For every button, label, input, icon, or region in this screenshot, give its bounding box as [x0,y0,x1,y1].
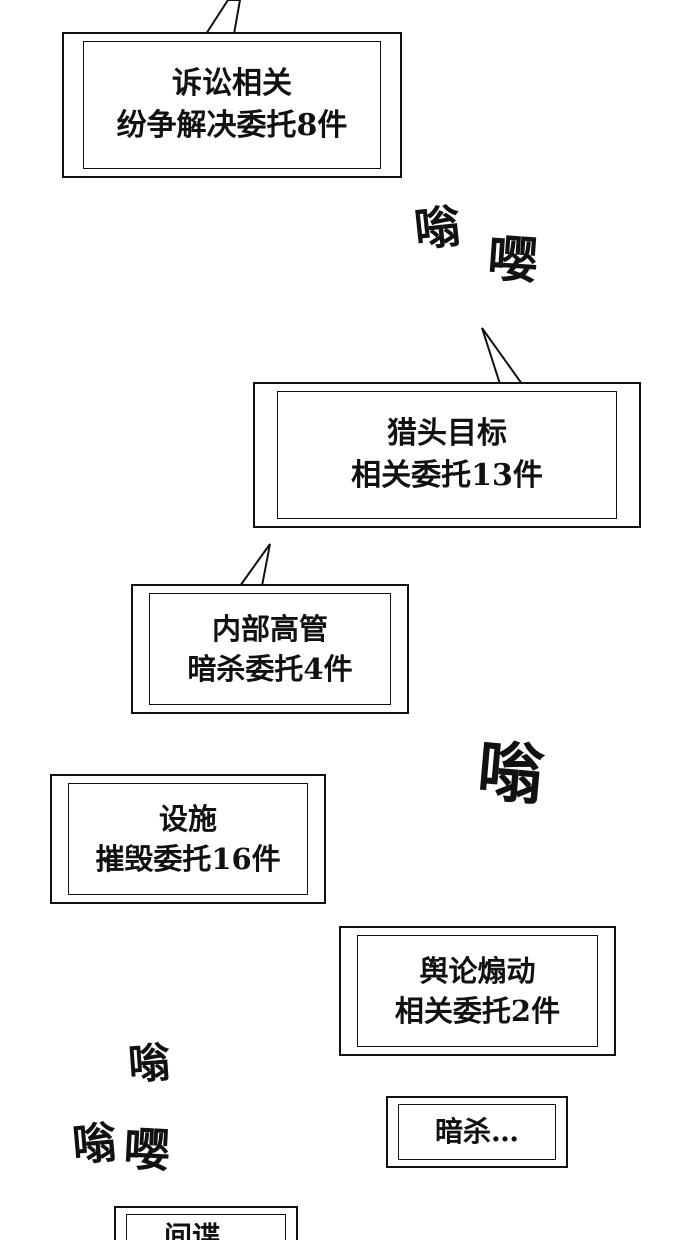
caption-line: 舆论煽动 [419,954,536,988]
sound-effect-buzz: 嘤 [485,229,540,291]
caption-box-executive: 内部高管 暗杀委托4件 [131,584,409,714]
caption-box-assassination: 暗杀… [386,1096,568,1168]
caption-box-opinion: 舆论煽动 相关委托2件 [339,926,616,1056]
sound-effect-buzz: 嗡 [126,1037,172,1090]
sound-effect-buzz: 嗡 [474,732,547,815]
caption-inner-border: 内部高管 暗杀委托4件 [149,593,391,705]
sound-effect-buzz: 嗡 [411,198,464,258]
caption-inner-border: 猎头目标 相关委托13件 [277,391,617,519]
caption-box-headhunt: 猎头目标 相关委托13件 [253,382,641,528]
caption-line: 诉讼相关 [172,66,292,101]
caption-box-espionage: 间谍… [114,1206,298,1240]
caption-box-facility: 设施 摧毁委托16件 [50,774,326,904]
speech-tail [481,327,524,385]
caption-line: 猎头目标 [387,416,507,451]
caption-inner-border: 暗杀… [398,1104,556,1160]
sound-effect-buzz: 嗡 [70,1117,119,1172]
caption-line: 相关委托2件 [394,994,561,1028]
caption-line: 相关委托13件 [351,458,543,493]
caption-inner-border: 舆论煽动 相关委托2件 [357,935,598,1047]
caption-line: 纷争解决委托8件 [116,108,348,143]
caption-line: 摧毁委托16件 [95,842,281,876]
sound-effect-buzz: 嘤 [122,1121,172,1179]
caption-inner-border: 间谍… [126,1214,286,1240]
caption-line: 间谍… [163,1220,248,1240]
caption-line: 暗杀委托4件 [187,652,353,686]
speech-tail [238,543,271,587]
speech-tail [204,0,242,35]
caption-inner-border: 诉讼相关 纷争解决委托8件 [83,41,381,169]
caption-inner-border: 设施 摧毁委托16件 [68,783,308,895]
caption-line: 内部高管 [211,612,328,646]
caption-line: 设施 [158,802,217,836]
caption-box-litigation: 诉讼相关 纷争解决委托8件 [62,32,402,178]
caption-line: 暗杀… [434,1115,519,1148]
